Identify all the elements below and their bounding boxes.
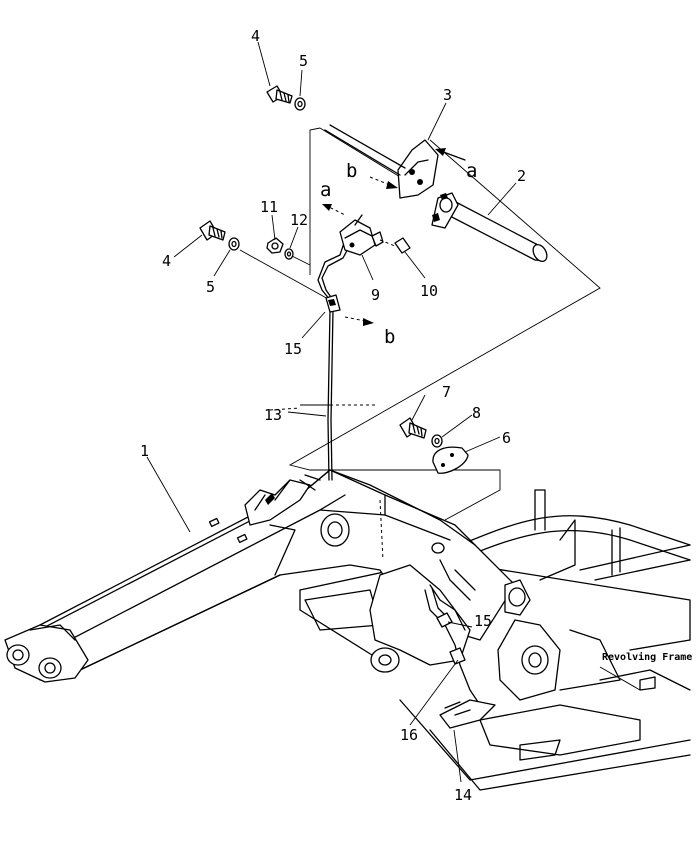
nut-11 [266,237,284,254]
label-3: 3 [443,86,452,104]
revolving-frame [299,489,691,791]
label-9: 9 [371,286,380,304]
washer-5-top [294,97,306,111]
label-14: 14 [454,786,472,804]
wiring-harness [317,239,351,481]
bolt-4-top [266,85,293,104]
washer-12 [284,248,294,260]
label-2: 2 [517,167,526,185]
pin [431,192,548,263]
bolt-7 [399,417,427,439]
label-1: 1 [140,442,149,460]
boom [4,469,561,729]
label-4-top: 4 [251,27,260,45]
assembly-lines [239,127,601,521]
label-6: 6 [502,429,511,447]
label-10: 10 [420,282,438,300]
label-a-left: a [320,179,331,201]
leader-lines [146,41,641,783]
bolt-4-left [199,220,226,241]
label-revolving-frame: Revolving Frame [602,651,692,663]
label-13: 13 [264,406,282,424]
label-5-left: 5 [206,278,215,296]
washer-8 [431,434,443,448]
label-8: 8 [472,404,481,422]
sensor-switch [339,214,384,256]
label-15-top: 15 [284,340,302,358]
fasteners [199,85,469,474]
washer-5-left [228,237,240,251]
reference-arrows [269,148,466,411]
label-15-bottom: 15 [474,612,492,630]
bolt-10 [379,237,411,254]
label-4-left: 4 [162,252,171,270]
label-7: 7 [442,383,451,401]
callout-labels: 4 5 3 2 a b a 11 12 4 5 9 10 b 15 7 13 8… [140,27,692,804]
label-11: 11 [260,198,278,216]
label-a-right: a [466,160,477,182]
label-12: 12 [290,211,308,229]
label-5-top: 5 [299,52,308,70]
plate-6 [432,446,469,474]
bracket [324,124,439,199]
label-b-bottom: b [384,326,395,348]
label-16: 16 [400,726,418,744]
label-b-top: b [346,160,357,182]
